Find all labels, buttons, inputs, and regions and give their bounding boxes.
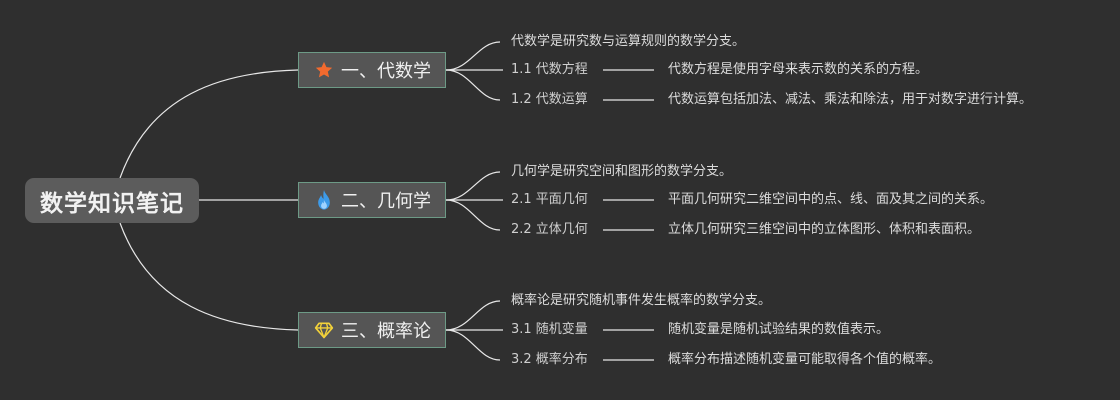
- topic-detail-random-variable: 随机变量是随机试验结果的数值表示。: [668, 322, 890, 337]
- topic-detail-probability-distribution: 概率分布描述随机变量可能取得各个值的概率。: [668, 352, 942, 367]
- connector-branch-2-topic-2: [445, 199, 501, 231]
- intro-text-probability: 概率论是研究随机事件发生概率的数学分支。: [511, 293, 772, 308]
- branch-label: 一、代数学: [341, 61, 431, 82]
- root-node[interactable]: 数学知识笔记: [25, 178, 199, 223]
- branch-label: 三、概率论: [341, 321, 431, 342]
- intro-text-geometry: 几何学是研究空间和图形的数学分支。: [511, 164, 733, 179]
- topic-detail-solid-geometry: 立体几何研究三维空间中的立体图形、体积和表面积。: [668, 222, 981, 237]
- connector-branch-1-topic-2: [445, 69, 501, 101]
- intro-text-algebra: 代数学是研究数与运算规则的数学分支。: [511, 34, 746, 49]
- connector-root-branch-1: [119, 69, 299, 179]
- topic-label-algebraic-equation[interactable]: 1.1 代数方程: [511, 62, 588, 77]
- root-title: 数学知识笔记: [40, 190, 184, 217]
- star-icon: [313, 59, 335, 81]
- topic-label-plane-geometry[interactable]: 2.1 平面几何: [511, 192, 588, 207]
- topic-label-solid-geometry[interactable]: 2.2 立体几何: [511, 222, 588, 237]
- branch-label: 二、几何学: [341, 191, 431, 212]
- topic-detail-algebraic-equation: 代数方程是使用字母来表示数的关系的方程。: [668, 62, 929, 77]
- connector-branch-2-intro: [445, 171, 501, 201]
- connector-root-branch-3: [119, 222, 299, 331]
- topic-detail-algebraic-operations: 代数运算包括加法、减法、乘法和除法，用于对数字进行计算。: [668, 92, 1033, 107]
- branch-node-geometry[interactable]: 二、几何学: [298, 182, 446, 218]
- flame-icon: [313, 189, 335, 211]
- topic-detail-plane-geometry: 平面几何研究二维空间中的点、线、面及其之间的关系。: [668, 192, 994, 207]
- branch-node-probability[interactable]: 三、概率论: [298, 312, 446, 348]
- topic-label-algebraic-operations[interactable]: 1.2 代数运算: [511, 92, 588, 107]
- connector-branch-1-intro: [445, 41, 501, 71]
- connector-branch-3-intro: [445, 300, 501, 331]
- connector-branch-3-topic-2: [445, 329, 501, 361]
- topic-label-probability-distribution[interactable]: 3.2 概率分布: [511, 352, 588, 367]
- diamond-icon: [313, 319, 335, 341]
- branch-node-algebra[interactable]: 一、代数学: [298, 52, 446, 88]
- topic-label-random-variable[interactable]: 3.1 随机变量: [511, 322, 588, 337]
